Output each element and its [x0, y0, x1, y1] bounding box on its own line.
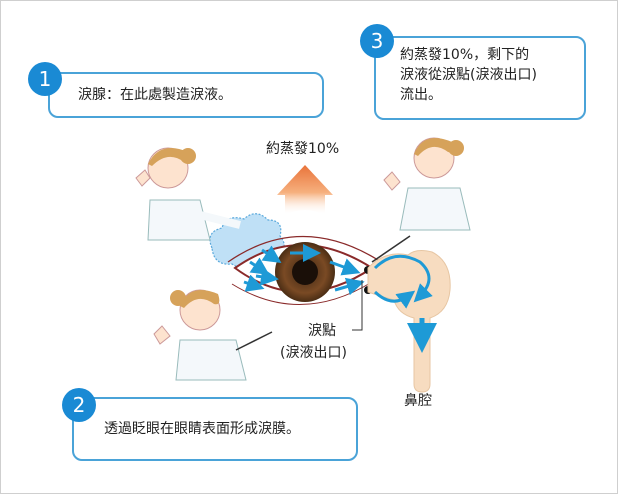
callout-3-line-2: 淚液從淚點(淚液出口): [400, 67, 537, 83]
nasal-cavity-label: 鼻腔: [404, 393, 432, 409]
callout-2-box: 透過眨眼在眼睛表面形成淚膜。: [72, 397, 358, 461]
upper-eyelid: [227, 235, 379, 263]
callout-3-line-1: 約蒸發10%，剩下的: [400, 47, 530, 63]
punctum-label: 淚點: [308, 323, 336, 339]
punctum-sublabel: (淚液出口): [280, 345, 347, 361]
nurse-figure-top-left: [135, 147, 241, 241]
evaporation-label: 約蒸發10%: [266, 141, 340, 157]
tear-duct: [367, 250, 451, 393]
nurse-figure-top-right: [371, 137, 471, 263]
evaporation-arrow: [277, 165, 333, 215]
pupil: [292, 259, 318, 285]
tear-flow-arrows: [243, 244, 365, 296]
punctum-leader-line: [352, 280, 363, 331]
callout-1-box: 淚腺：在此處製造淚液。: [48, 72, 324, 118]
duct-flow-arrow-upper: [373, 254, 433, 303]
step-1-badge: 1: [28, 62, 62, 96]
duct-flow-arrow-lower: [373, 290, 416, 309]
nurse-figure-bottom-left: [153, 289, 273, 381]
callout-3-box: 約蒸發10%，剩下的 淚液從淚點(淚液出口) 流出。: [374, 36, 586, 120]
callout-1-text: 淚腺：在此處製造淚液。: [78, 87, 232, 103]
step-3-badge: 3: [360, 24, 394, 58]
step-2-badge: 2: [62, 388, 96, 422]
callout-3-line-3: 流出。: [400, 87, 442, 103]
callout-2-text: 透過眨眼在眼睛表面形成淚膜。: [104, 421, 300, 437]
